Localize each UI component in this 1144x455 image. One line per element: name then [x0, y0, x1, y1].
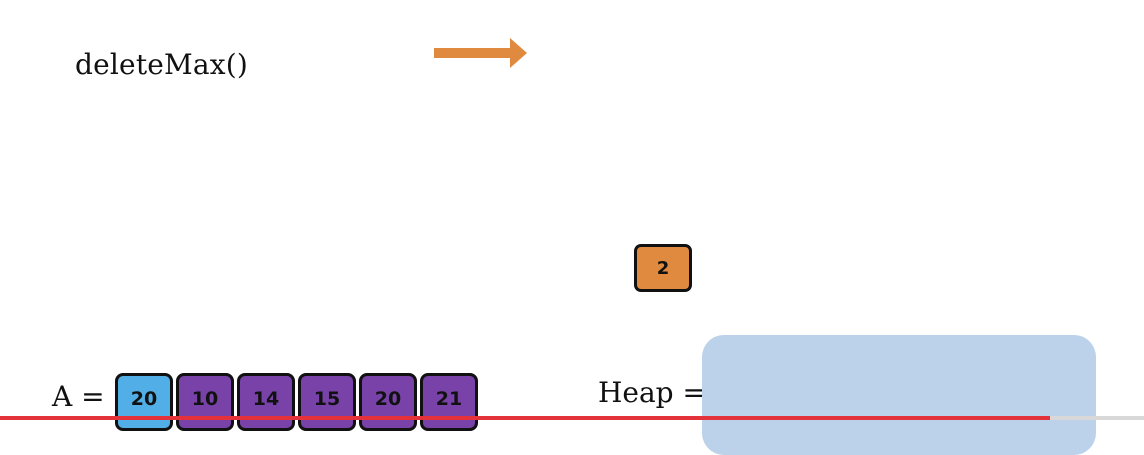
operation-title: deleteMax(): [75, 48, 249, 81]
arrow-shaft: [434, 48, 512, 58]
array-cell: 15: [298, 373, 356, 431]
heap-container: [702, 335, 1096, 455]
array-cell: 14: [237, 373, 295, 431]
arrow-head: [510, 38, 527, 68]
heap-label: Heap =: [598, 376, 706, 409]
array-cell: 20: [359, 373, 417, 431]
progress-bar-track: [1050, 416, 1144, 420]
array-cells: 20 10 14 15 20 21: [115, 373, 478, 431]
slide-canvas: deleteMax() 2 A = 20 10 14 15 20 21 Heap…: [0, 38, 1144, 455]
right-arrow-icon: [434, 38, 527, 68]
array-cell: 21: [420, 373, 478, 431]
array-label: A =: [52, 380, 105, 413]
array-cell: 10: [176, 373, 234, 431]
array-cell: 20: [115, 373, 173, 431]
progress-bar-fill: [0, 416, 1050, 420]
heap-root-node: 2: [634, 244, 692, 292]
